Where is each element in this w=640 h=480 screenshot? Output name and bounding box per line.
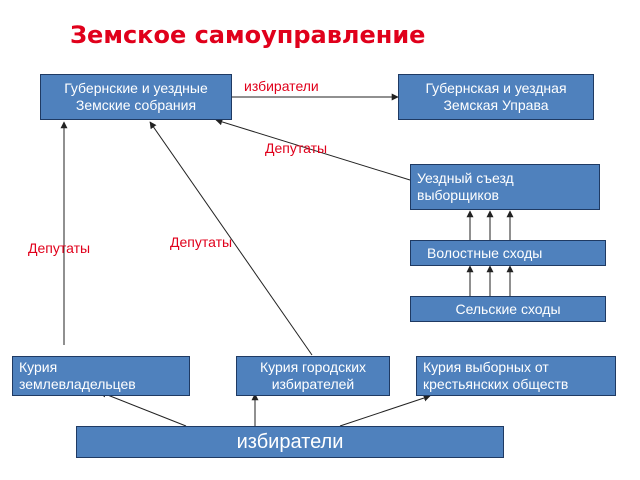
box-village-assemblies: Сельские сходы	[410, 296, 606, 322]
box-curia-landowners: Курия землевладельцев	[12, 356, 190, 396]
label-deputies-left: Депутаты	[28, 240, 91, 256]
box-curia-city-voters: Курия городских избирателей	[236, 356, 390, 396]
box-zemstvo-uprava: Губернская и уездная Земская Управа	[398, 74, 594, 120]
box-uezd-electors-congress: Уездный съезд выборщиков	[410, 164, 600, 210]
label-electors-top: избиратели	[244, 78, 319, 94]
arrow-congress-to-assembly	[215, 118, 411, 181]
arrow-curia-city-to-assembly	[149, 121, 313, 356]
box-volost-assemblies: Волостные сходы	[410, 240, 606, 266]
box-zemstvo-assemblies: Губернские и уездные Земские собрания	[40, 74, 232, 120]
box-voters: избиратели	[76, 426, 504, 458]
page-title: Земское самоуправление	[70, 21, 426, 49]
label-deputies-right: Депутаты	[265, 140, 328, 156]
arrow-voters-to-curia-peasant	[339, 394, 431, 427]
arrow-voters-to-curia-land	[99, 391, 187, 427]
box-curia-peasant-communities: Курия выборных от крестьянских обществ	[416, 356, 616, 396]
label-deputies-mid: Депутаты	[170, 234, 233, 250]
